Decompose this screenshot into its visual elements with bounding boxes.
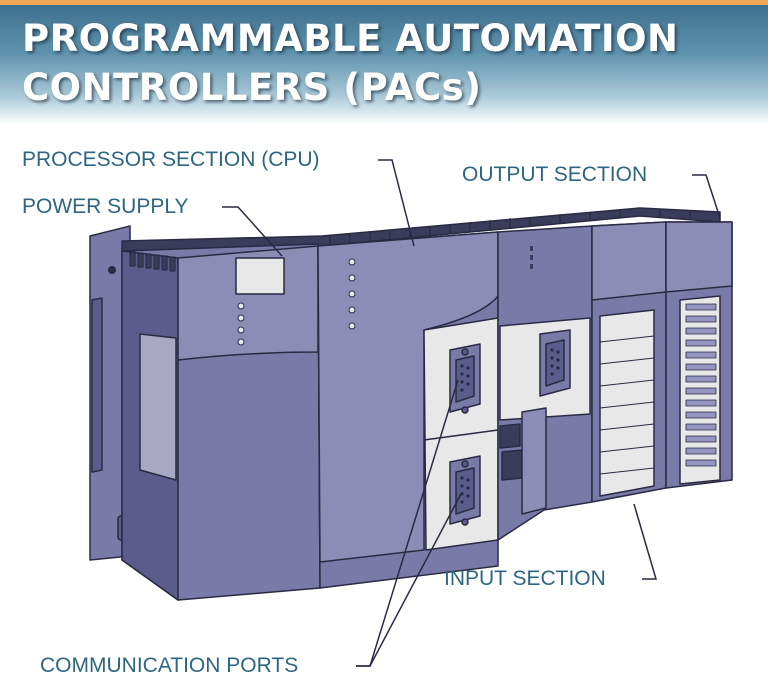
cpu-module (317, 231, 499, 589)
label-power-supply: POWER SUPPLY (22, 195, 189, 218)
leader-output (692, 174, 721, 219)
top-accent-stripe (0, 0, 768, 5)
power-supply-module (121, 243, 321, 601)
leader-power-supply (222, 206, 283, 257)
input-module (591, 221, 667, 503)
communication-module (497, 225, 593, 541)
label-communication-ports: COMMUNICATION PORTS (40, 654, 299, 677)
rj45-ports (499, 407, 547, 515)
vent-slots (129, 251, 176, 272)
label-output-section: OUTPUT SECTION (462, 163, 648, 186)
label-processor-section: PROCESSOR SECTION (CPU) (22, 148, 320, 171)
label-input-section: INPUT SECTION (444, 567, 606, 590)
leader-comm-port-lower (356, 491, 463, 667)
title-line-1: PROGRAMMABLE AUTOMATION (22, 17, 679, 60)
db9-port-upper (449, 343, 481, 414)
output-module (665, 221, 733, 489)
db9-port-lower (449, 455, 481, 526)
page-title: PROGRAMMABLE AUTOMATION CONTROLLERS (PAC… (22, 14, 679, 112)
db9-port-comm (539, 329, 571, 397)
mounting-plate (89, 225, 135, 561)
leader-input (633, 503, 658, 580)
leader-processor (378, 159, 415, 247)
title-line-2: CONTROLLERS (PACs) (22, 66, 482, 109)
header-band (0, 5, 768, 125)
